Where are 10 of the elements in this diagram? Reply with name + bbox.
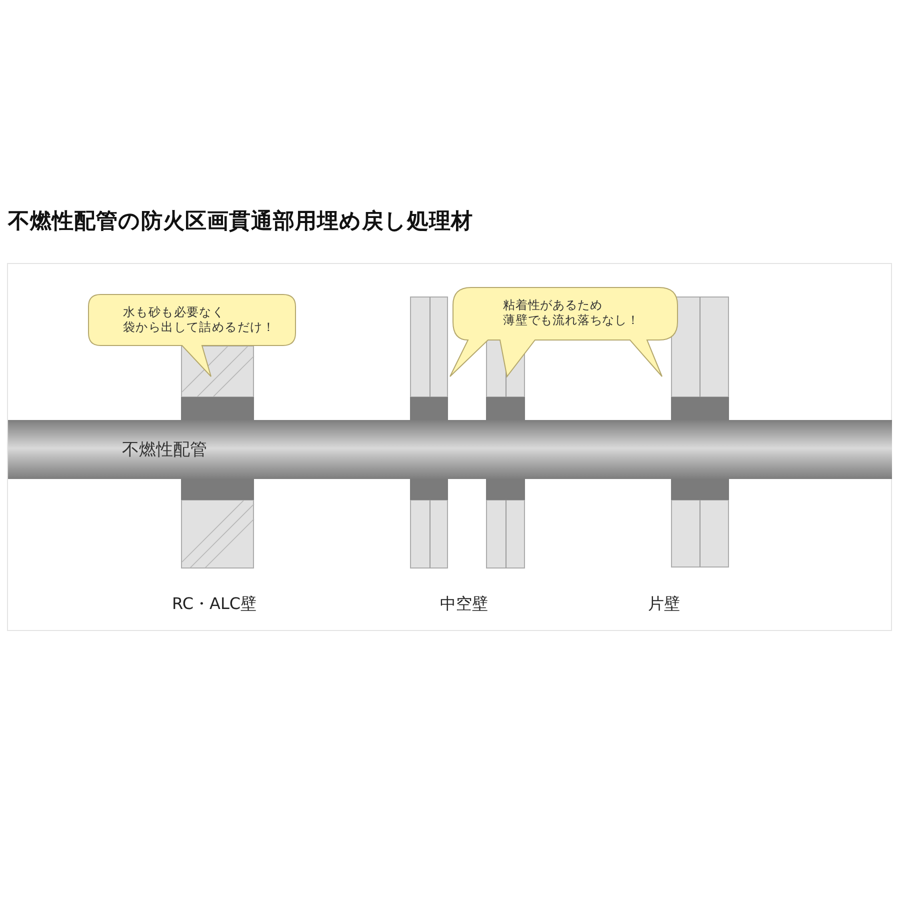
pipe-label: 不燃性配管 <box>122 440 207 460</box>
speech-bubble <box>449 287 678 377</box>
bubble-text: 粘着性があるため薄壁でも流れ落ちなし！ <box>503 298 640 328</box>
speech-bubble <box>88 294 296 377</box>
pipe <box>8 420 892 479</box>
wall-label: RC・ALC壁 <box>172 594 257 614</box>
title: 不燃性配管の防火区画貫通部用埋め戻し処理材 <box>8 209 473 235</box>
bubble-text: 水も砂も必要なく袋から出して詰めるだけ！ <box>123 305 276 335</box>
wall-label: 中空壁 <box>440 594 488 614</box>
wall-label: 片壁 <box>648 594 680 614</box>
